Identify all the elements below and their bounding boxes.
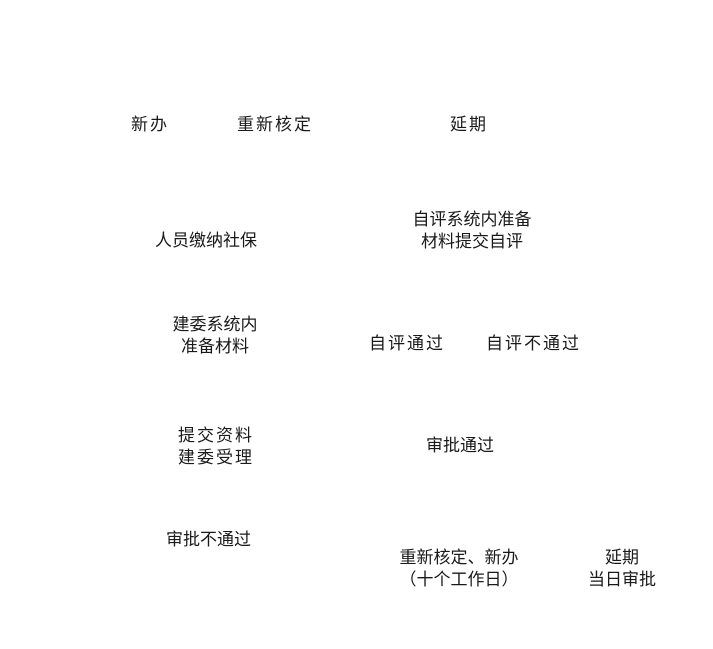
node-self-assessment-pass: 自评通过 [369,333,445,355]
node-approval-fail: 审批不通过 [166,529,251,551]
node-self-assessment-fail-label: 自评不通过 [486,334,581,354]
node-self-assessment-prep-line1: 自评系统内准备 [412,210,532,230]
node-submit-materials: 提交资料 建委受理 [168,425,264,469]
node-ten-workday-review-line1: 重新核定、新办 [399,548,519,568]
node-jianwei-prep-line1: 建委系统内 [172,315,258,335]
node-extension-label: 延期 [450,115,488,135]
node-approval-pass: 审批通过 [426,435,494,457]
node-ten-workday-review: 重新核定、新办 （十个工作日） [388,547,530,591]
node-ten-workday-review-line2: （十个工作日） [399,570,519,590]
node-same-day-approval-line2: 当日审批 [588,570,656,590]
node-approval-pass-label: 审批通过 [426,436,494,456]
node-same-day-approval: 延期 当日审批 [580,547,664,591]
node-extension: 延期 [450,114,488,136]
node-submit-materials-line2: 建委受理 [178,448,254,468]
node-reverification: 重新核定 [237,114,313,136]
node-jianwei-prep: 建委系统内 准备材料 [165,314,265,358]
node-approval-fail-label: 审批不通过 [166,530,251,550]
node-reverification-label: 重新核定 [237,115,313,135]
node-self-assessment-pass-label: 自评通过 [369,334,445,354]
node-new-application-label: 新办 [131,115,169,135]
node-new-application: 新办 [131,114,169,136]
node-social-insurance-label: 人员缴纳社保 [155,231,257,251]
node-same-day-approval-line1: 延期 [605,548,639,568]
node-submit-materials-line1: 提交资料 [178,426,254,446]
node-jianwei-prep-line2: 准备材料 [181,337,249,357]
node-self-assessment-prep-line2: 材料提交自评 [421,232,523,252]
node-self-assessment-fail: 自评不通过 [486,333,581,355]
node-social-insurance: 人员缴纳社保 [155,230,257,252]
node-self-assessment-prep: 自评系统内准备 材料提交自评 [402,209,542,253]
